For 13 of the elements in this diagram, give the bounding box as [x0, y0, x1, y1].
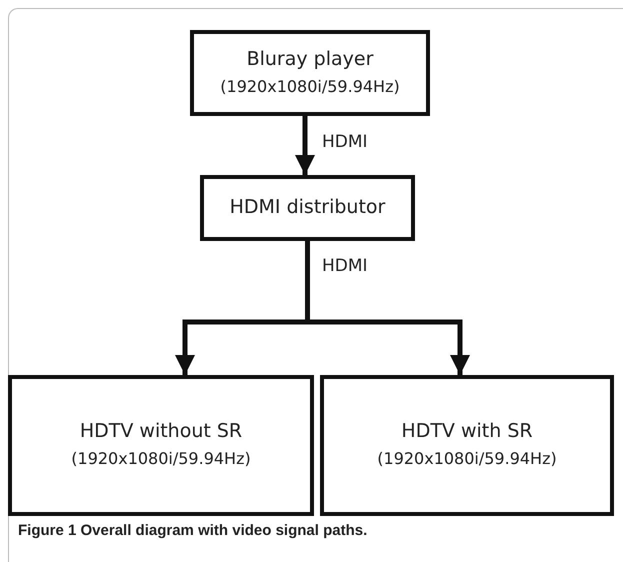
- node-label: HDTV without SR: [80, 420, 242, 444]
- node-subtext: (1920x1080i/59.94Hz): [220, 76, 400, 98]
- process-box: [190, 30, 430, 116]
- node-label: Bluray player: [246, 48, 374, 72]
- process-box: [200, 175, 415, 241]
- node-label: HDMI distributor: [230, 196, 386, 220]
- node-subtext: (1920x1080i/59.94Hz): [71, 448, 251, 470]
- process-box: [320, 375, 614, 516]
- figure-caption: Figure 1 Overall diagram with video signal paths.: [18, 522, 368, 539]
- arrow: [295, 116, 315, 175]
- process-box: [8, 375, 314, 516]
- node-subtext: (1920x1080i/59.94Hz): [377, 448, 557, 470]
- node-label: HDTV with SR: [401, 420, 533, 444]
